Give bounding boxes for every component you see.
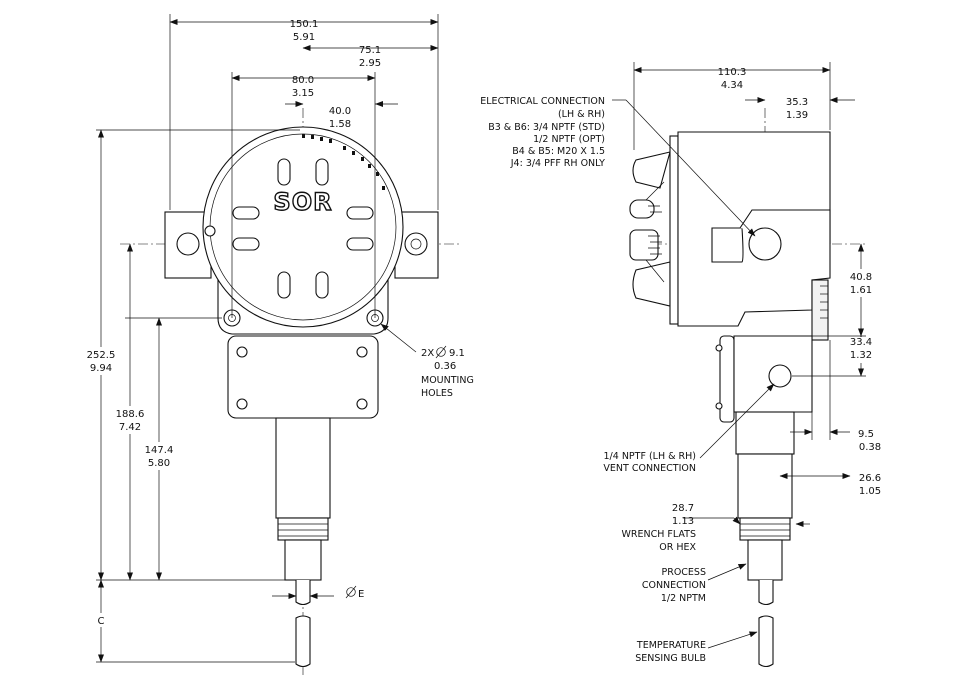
mount-holes-dia-mm: 9.1	[449, 348, 465, 359]
callout-electrical-2: B3 & B6: 3/4 NPTF (STD)	[488, 122, 605, 133]
dim-vent-offset-in: 1.05	[859, 486, 881, 497]
side-bulb-lower	[758, 615, 774, 668]
cover-slots	[232, 158, 374, 299]
side-conduit-port	[748, 227, 782, 261]
side-conduit-boss	[711, 227, 744, 263]
dim-half-width-mm: 75.1	[359, 45, 381, 56]
stem-hex	[277, 517, 329, 541]
dim-conn-drop-mm: 40.8	[850, 272, 872, 283]
front-view: SOR	[120, 108, 460, 675]
dim-vent-offset-mm: 26.6	[859, 473, 881, 484]
cover-latch-left	[204, 225, 216, 237]
callout-electrical-0: ELECTRICAL CONNECTION	[480, 96, 605, 107]
callout-wrench-in: 1.13	[672, 516, 694, 527]
dim-stem-offset-mm: 9.5	[858, 429, 874, 440]
side-stem-upper	[735, 411, 795, 455]
bulb-lower	[295, 615, 311, 668]
dim-mount-half-mm: 40.0	[329, 106, 351, 117]
callout-process-0: PROCESS	[661, 567, 706, 578]
dim-overall-height-mm: 252.5	[87, 350, 116, 361]
callout-electrical-4: B4 & B5: M20 X 1.5	[512, 146, 605, 157]
side-bulb-upper	[758, 580, 774, 606]
dim-overall-width-in: 5.91	[293, 32, 315, 43]
housing-outer-ring	[202, 126, 404, 328]
callout-vent-0: 1/4 NPTF (LH & RH)	[604, 451, 696, 462]
callout-process-2: 1/2 NPTM	[661, 593, 706, 604]
stem-upper	[275, 417, 331, 519]
dim-conn-drop-in: 1.61	[850, 285, 872, 296]
right-conduit-port-inner	[410, 238, 422, 250]
dim-height-centerline-in: 7.42	[119, 422, 141, 433]
mount-holes-label-2: HOLES	[421, 388, 453, 399]
process-fitting	[284, 539, 322, 581]
callout-wrench-1: OR HEX	[659, 542, 696, 553]
left-conduit-port	[176, 232, 200, 256]
mounting-plate	[227, 335, 379, 419]
mount-holes-qty: 2X	[421, 348, 434, 359]
mount-holes-dia-in: 0.36	[434, 361, 456, 372]
callout-bulb-1: SENSING BULB	[635, 653, 706, 664]
callout-electrical-5: J4: 3/4 PFF RH ONLY	[510, 158, 605, 169]
side-process-fitting	[747, 539, 783, 581]
callout-electrical-1: (LH & RH)	[558, 109, 605, 120]
front-dimensions: 150.1 5.91 75.1 2.95 80.0 3.15 40.0 1.58…	[82, 14, 474, 663]
dim-bulb-diameter: E	[358, 589, 364, 600]
plate-bolt-bl	[236, 398, 248, 410]
side-hex	[739, 517, 791, 541]
mount-holes-label-1: MOUNTING	[421, 375, 474, 386]
callout-process-1: CONNECTION	[642, 580, 706, 591]
dim-mount-spacing-in: 3.15	[292, 88, 314, 99]
dim-conn-offset-mm: 35.3	[786, 97, 808, 108]
plate-bolt-br	[356, 398, 368, 410]
cover-spring	[648, 205, 662, 255]
callout-vent-1: VENT CONNECTION	[603, 463, 696, 474]
dim-mount-spacing-mm: 80.0	[292, 75, 314, 86]
dim-bulb-length: C	[98, 616, 105, 627]
dim-height-mount-in: 5.80	[148, 458, 170, 469]
right-conduit-port	[404, 232, 428, 256]
callout-wrench-0: WRENCH FLATS	[622, 529, 696, 540]
callout-bulb-0: TEMPERATURE	[636, 640, 706, 651]
dim-stem-offset-in: 0.38	[859, 442, 881, 453]
dim-half-width-in: 2.95	[359, 58, 381, 69]
side-vent-port	[768, 364, 792, 388]
callout-wrench-mm: 28.7	[672, 503, 694, 514]
dim-height-mount-mm: 147.4	[145, 445, 174, 456]
dim-vent-drop-mm: 33.4	[850, 337, 872, 348]
dim-overall-height-in: 9.94	[90, 363, 112, 374]
bulb-upper	[295, 580, 311, 606]
side-dimensions: 110.3 4.34 35.3 1.39 40.8 1.61 33.4 1.32…	[480, 62, 881, 664]
dim-conn-offset-in: 1.39	[786, 110, 808, 121]
side-view	[629, 108, 866, 668]
callout-electrical-3: 1/2 NPTF (OPT)	[533, 134, 605, 145]
rim-text-marks	[302, 134, 385, 190]
dim-mount-half-in: 1.58	[329, 119, 351, 130]
dim-depth-in: 4.34	[721, 80, 743, 91]
plate-bolt-tl	[236, 346, 248, 358]
dim-overall-width-mm: 150.1	[290, 19, 319, 30]
dim-vent-drop-in: 1.32	[850, 350, 872, 361]
plate-bolt-tr	[356, 346, 368, 358]
sor-logo: SOR	[273, 188, 332, 216]
dim-height-centerline-mm: 188.6	[116, 409, 145, 420]
side-boss-upper	[739, 209, 831, 244]
side-stem-lower	[737, 453, 793, 519]
dim-depth-mm: 110.3	[718, 67, 747, 78]
side-cover-plate	[669, 135, 679, 325]
cover-knobs	[629, 151, 671, 307]
